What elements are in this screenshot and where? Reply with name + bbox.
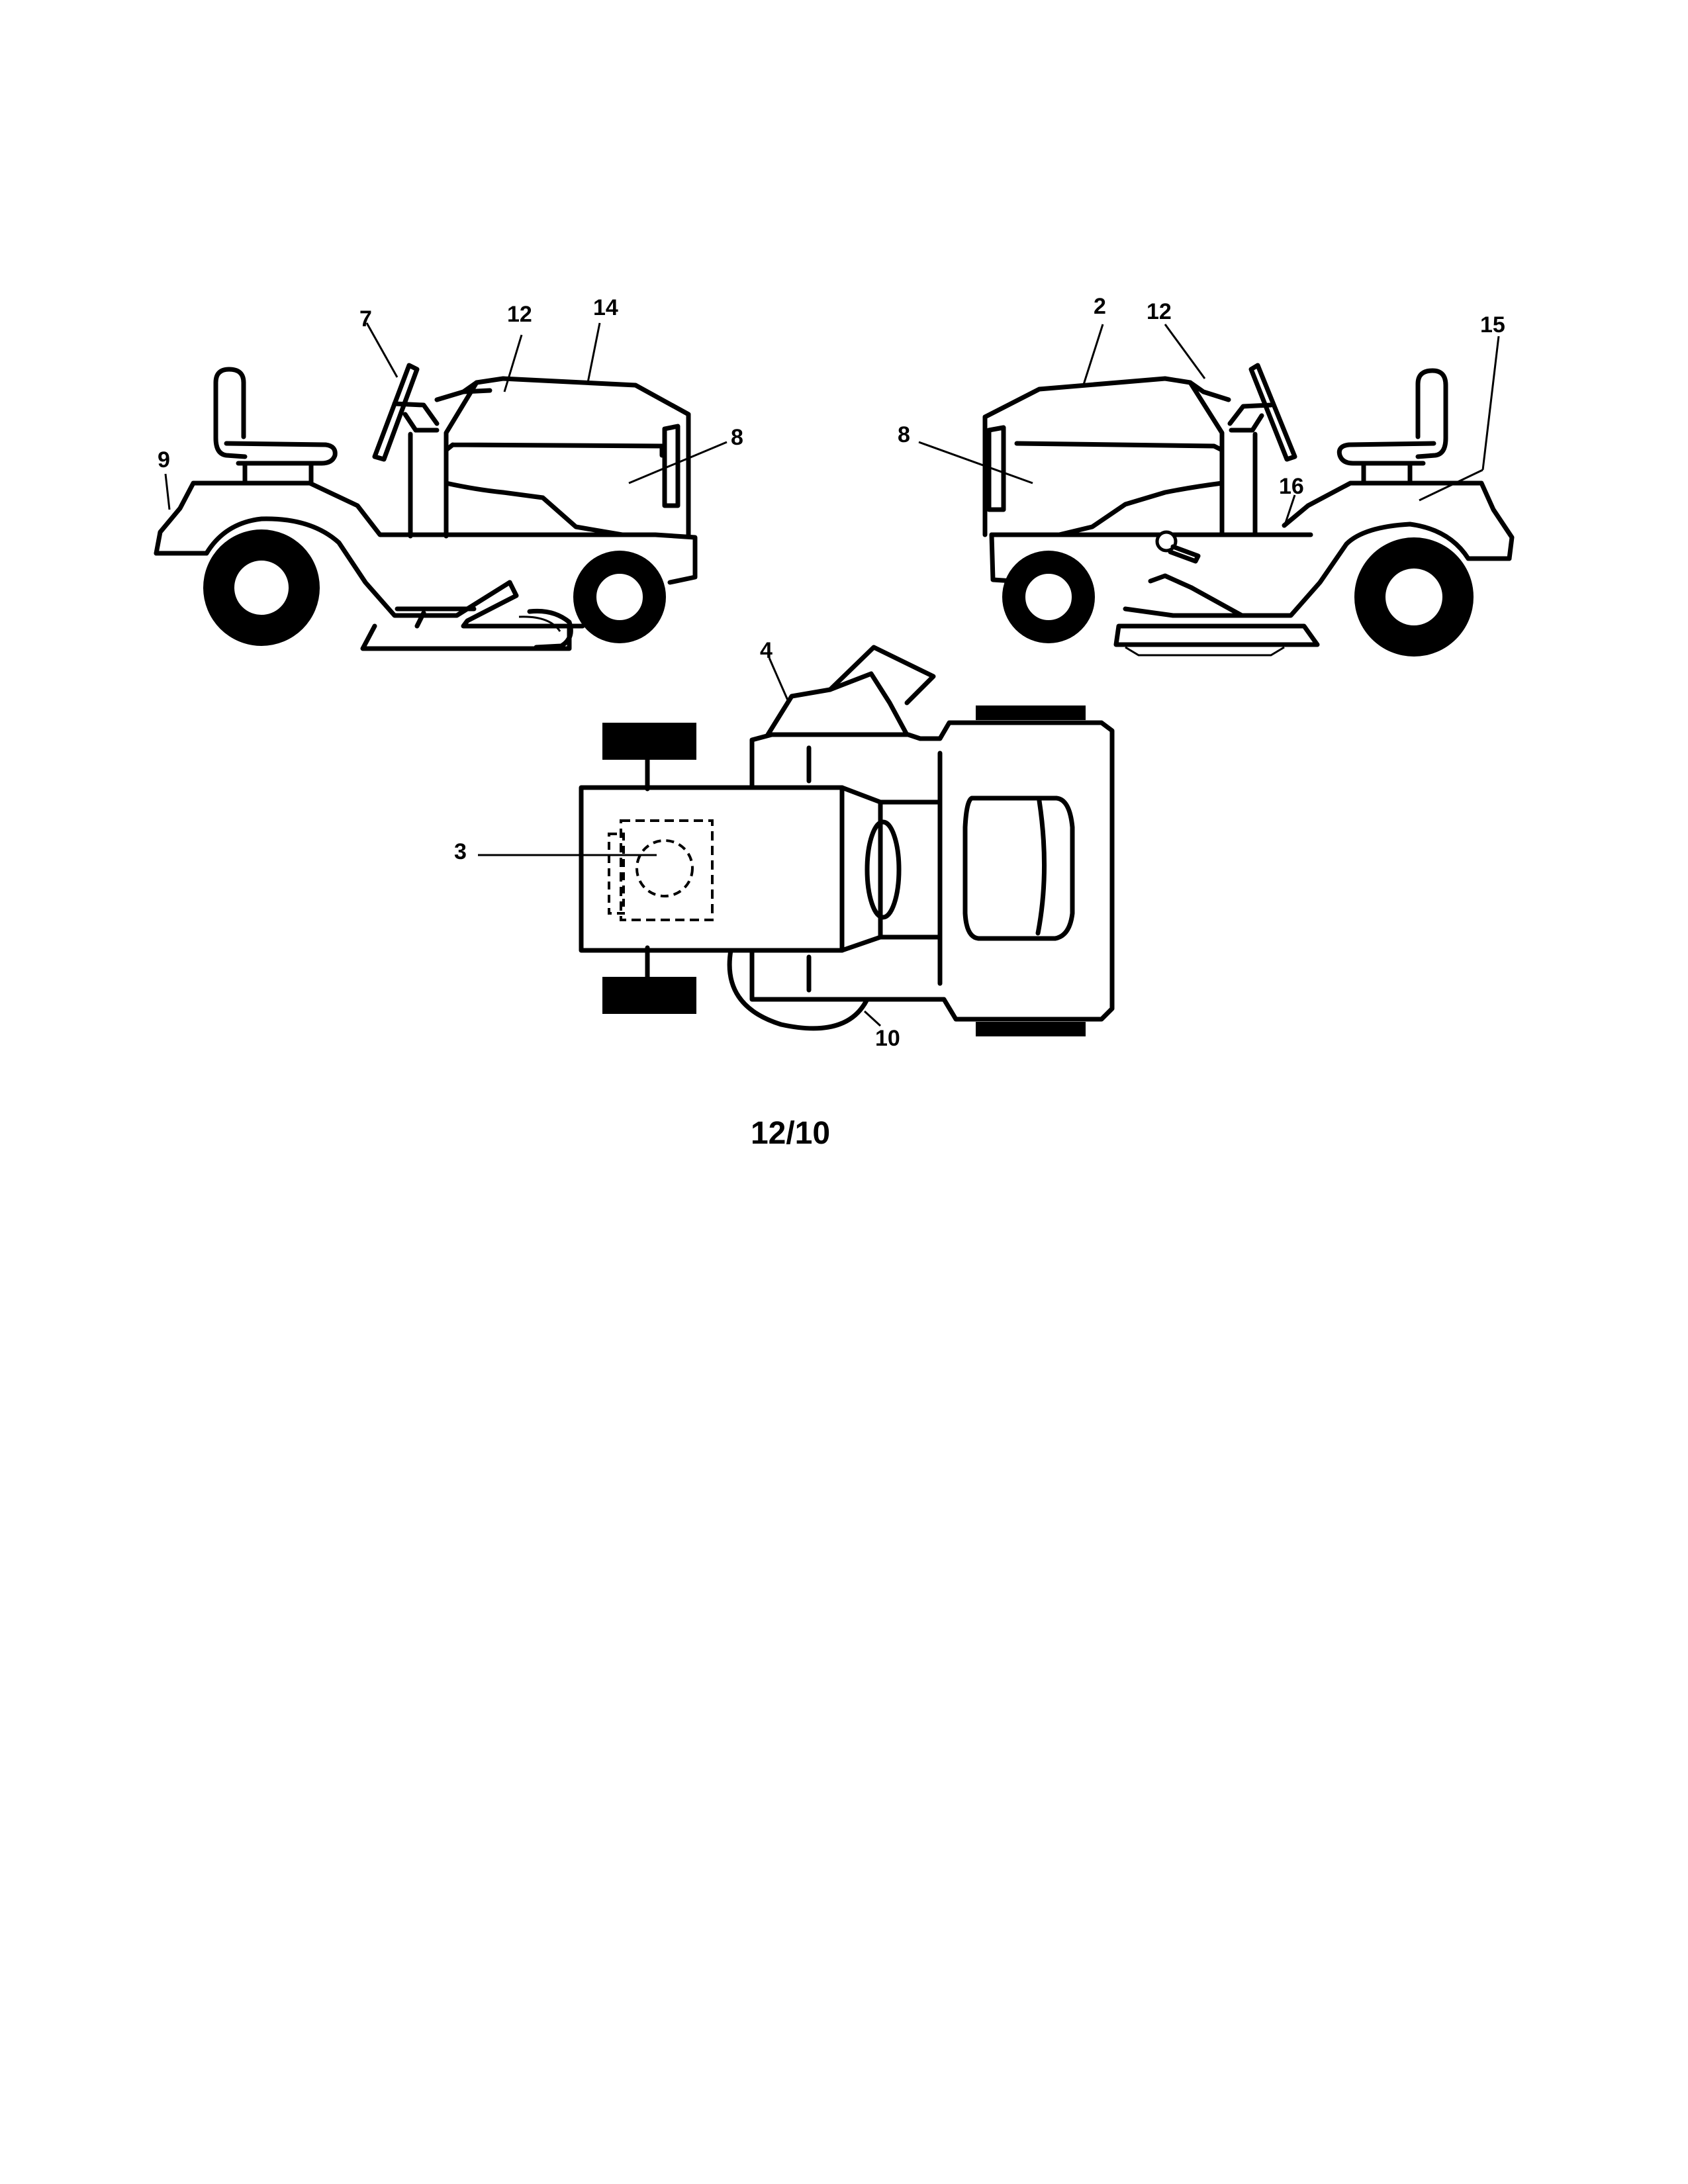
callout-top-3: 3 bbox=[454, 839, 467, 864]
callout-left-9: 9 bbox=[158, 447, 170, 473]
callout-right-8: 8 bbox=[898, 422, 910, 447]
callout-left-12: 12 bbox=[507, 302, 532, 327]
callout-right-16: 16 bbox=[1279, 474, 1304, 499]
callout-left-7: 7 bbox=[359, 306, 372, 332]
top-view-tractor bbox=[478, 645, 1115, 1036]
callout-right-15: 15 bbox=[1480, 312, 1505, 338]
page-number: 12/10 bbox=[751, 1116, 830, 1151]
left-side-view-tractor bbox=[154, 322, 727, 651]
callout-top-4: 4 bbox=[760, 638, 773, 663]
callout-left-8: 8 bbox=[731, 425, 743, 450]
right-side-view-tractor bbox=[918, 324, 1515, 657]
callout-top-10: 10 bbox=[875, 1026, 900, 1051]
callout-left-14: 14 bbox=[593, 295, 618, 320]
callout-right-2: 2 bbox=[1094, 294, 1106, 319]
callout-right-12: 12 bbox=[1147, 299, 1172, 324]
